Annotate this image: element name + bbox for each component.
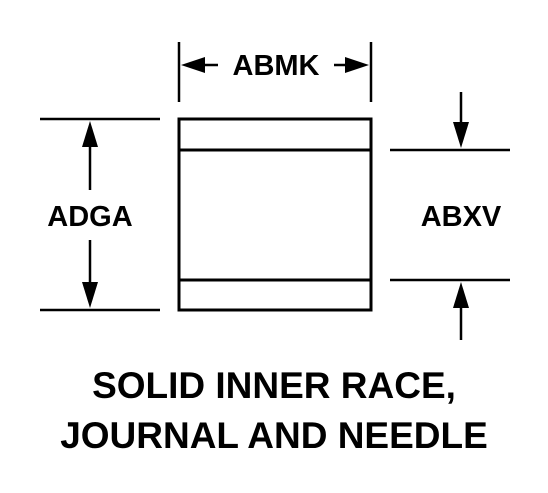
- outer-height-label: ADGA: [47, 201, 132, 233]
- outer-height-dimension: ADGA: [40, 117, 160, 312]
- caption-line-1: SOLID INNER RACE,: [92, 365, 456, 406]
- width-dimension: ABMK: [177, 42, 373, 102]
- bearing-outline: [177, 117, 373, 312]
- inner-height-label: ABXV: [421, 201, 502, 233]
- inner-height-arrow-top: [453, 122, 469, 148]
- outer-height-arrow-bottom: [82, 282, 98, 308]
- outer-height-arrow-top: [82, 121, 98, 147]
- width-arrow-right: [345, 57, 369, 73]
- inner-height-dimension: ABXV: [390, 92, 510, 340]
- inner-height-arrow-bottom: [453, 282, 469, 308]
- width-label: ABMK: [233, 50, 320, 82]
- width-arrow-left: [181, 57, 205, 73]
- caption-line-2: JOURNAL AND NEEDLE: [60, 415, 488, 456]
